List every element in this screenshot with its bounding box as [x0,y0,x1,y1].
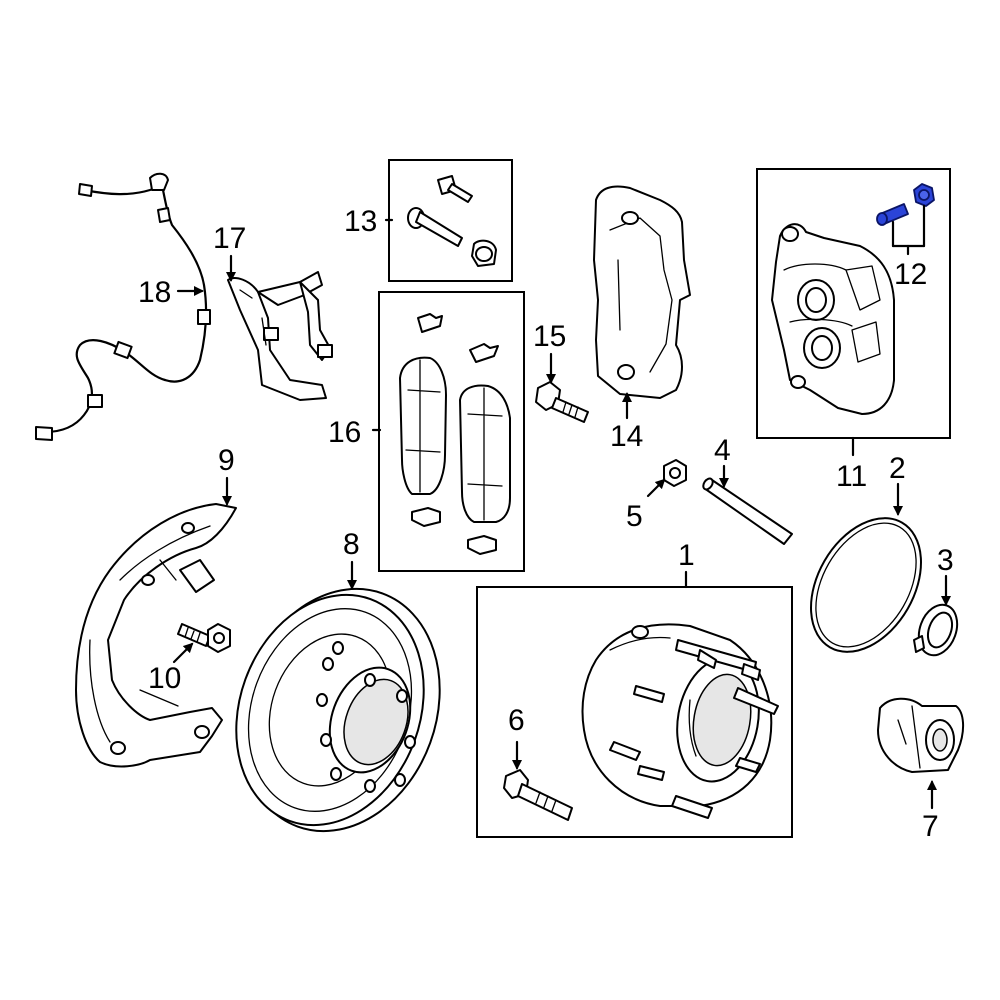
spindle-nut-part[interactable] [877,697,964,773]
dust-shield-part[interactable] [75,503,237,768]
callout-7: 7 [922,810,939,843]
guide-pin-part[interactable] [701,477,793,545]
callout-3: 3 [937,544,954,577]
brake-pad-set-part[interactable] [399,313,511,555]
guide-pin-kit-part[interactable] [407,175,497,267]
caliper-bolt-highlighted-part[interactable] [876,183,935,226]
seal-ring-part[interactable] [912,599,964,660]
callout-2: 2 [889,452,906,485]
callout-1: 1 [678,539,695,572]
wheel-stud-part[interactable] [503,769,573,821]
callout-12: 12 [894,258,927,291]
brake-caliper-part[interactable] [771,223,895,415]
brake-rotor-part[interactable] [205,561,473,860]
callout-6: 6 [508,704,525,737]
callout-4: 4 [714,434,731,467]
group-box-1 [476,586,793,838]
callout-16: 16 [328,416,361,449]
callout-labels: 1 2 3 4 5 6 7 8 9 10 11 12 13 14 15 16 1… [138,205,954,843]
callout-11: 11 [836,460,867,493]
abs-sensor-harness-part[interactable] [35,172,211,441]
callout-5: 5 [626,500,643,533]
group-box-16 [378,291,525,572]
callout-10: 10 [148,662,181,695]
hub-nut-part[interactable] [663,459,687,487]
callout-leaders [172,204,951,810]
callout-15: 15 [533,320,566,353]
shield-bolt-part[interactable] [177,623,231,653]
caliper-bracket-part[interactable] [593,185,691,399]
bracket-bolt-part[interactable] [535,381,589,423]
o-ring-part[interactable] [788,499,943,672]
wheel-hub-part[interactable] [581,623,779,819]
o-ring-inner [815,522,917,648]
callout-13: 13 [344,205,377,238]
callout-9: 9 [218,444,235,477]
callout-14: 14 [610,420,643,453]
callout-17: 17 [213,222,246,255]
callout-8: 8 [343,528,360,561]
callout-18: 18 [138,276,171,309]
sensor-bracket-part[interactable] [227,271,333,401]
